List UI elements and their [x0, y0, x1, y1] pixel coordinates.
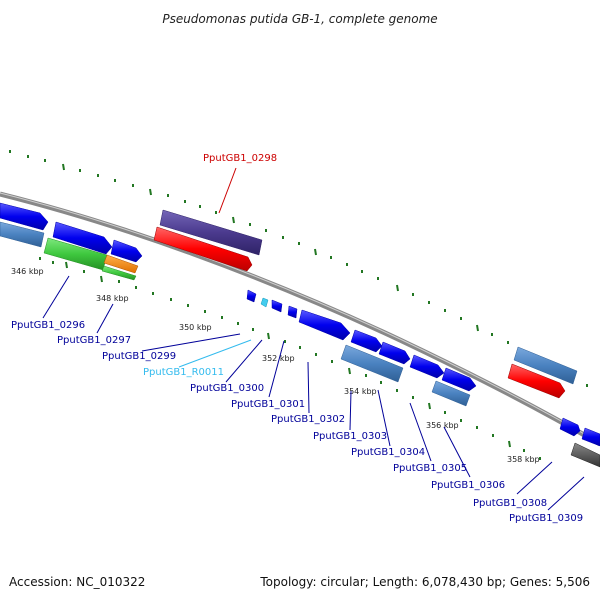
leader-PputGB1_R0011 [178, 339, 252, 368]
genome-backbone-highlight [0, 192, 600, 444]
gene-label[interactable]: PputGB1_0308 [473, 498, 547, 509]
label-leaders [42, 167, 585, 511]
leader-PputGB1_0298 [218, 167, 237, 214]
gene-red-upper[interactable] [507, 363, 566, 399]
blast-hit-green-thin[interactable] [101, 265, 137, 281]
gene-label[interactable]: PputGB1_0302 [271, 414, 345, 425]
blast-hit-steel-upper[interactable] [513, 346, 578, 385]
leader-PputGB1_0302 [307, 361, 310, 414]
leader-PputGB1_0301 [268, 340, 285, 398]
leader-PputGB1_0306 [443, 426, 471, 478]
gene-PputGB1_0304[interactable] [378, 341, 411, 365]
scale-labels: 346 kbp 348 kbp 350 kbp 352 kbp 354 kbp … [11, 267, 540, 464]
genome-backbone [0, 191, 600, 447]
blast-hit-purple[interactable] [159, 209, 263, 256]
reverse-strand-features [0, 202, 600, 468]
gene-labels: PputGB1_0298 PputGB1_0296 PputGB1_0297 P… [11, 153, 583, 524]
gene-label[interactable]: PputGB1_0299 [102, 351, 176, 362]
blast-hit-orange[interactable] [103, 254, 139, 274]
gene-PputGB1_0309[interactable] [581, 427, 600, 447]
accession-text: Accession: NC_010322 [9, 575, 145, 589]
leader-PputGB1_0299 [141, 333, 241, 352]
gene-PputGB1_0302[interactable] [298, 309, 351, 341]
gene-label[interactable]: PputGB1_0300 [190, 383, 264, 394]
leader-PputGB1_0297 [96, 303, 114, 334]
gene-label[interactable]: PputGB1_0304 [351, 447, 425, 458]
leader-PputGB1_0296 [42, 275, 70, 319]
gene-label[interactable]: PputGB1_0303 [313, 431, 387, 442]
forward-strand-features [153, 209, 578, 399]
leader-PputGB1_0305 [409, 402, 432, 462]
leader-PputGB1_0303 [349, 390, 352, 431]
gene-label[interactable]: PputGB1_0296 [11, 320, 85, 331]
gene-PputGB1_0305[interactable] [409, 354, 445, 379]
gene-PputGB1_0296[interactable] [0, 202, 49, 231]
outer-tick-ring [9, 150, 588, 387]
scale-label: 356 kbp [426, 421, 459, 430]
gene-PputGB1_R0011[interactable] [260, 297, 269, 308]
gene-PputGB1_0301[interactable] [287, 305, 298, 319]
scale-label: 346 kbp [11, 267, 44, 276]
gene-label[interactable]: PputGB1_0301 [231, 399, 305, 410]
blast-hit-gray[interactable] [570, 442, 600, 468]
gene-label[interactable]: PputGB1_0305 [393, 463, 467, 474]
scale-label: 350 kbp [179, 323, 212, 332]
blast-hit-steel-b[interactable] [431, 380, 471, 407]
gene-label[interactable]: PputGB1_0297 [57, 335, 131, 346]
gene-PputGB1_0306[interactable] [441, 367, 477, 392]
gene-PputGB1_0299[interactable] [246, 289, 257, 303]
summary-text: Topology: circular; Length: 6,078,430 bp… [259, 575, 590, 589]
leader-PputGB1_0300 [225, 339, 263, 383]
inner-tick-ring [39, 257, 541, 460]
blast-hit-steel-left[interactable] [0, 221, 45, 248]
gene-label[interactable]: PputGB1_R0011 [143, 367, 224, 378]
gene-PputGB1_0297-cds[interactable] [52, 221, 113, 255]
gene-PputGB1_0303[interactable] [350, 329, 383, 353]
leader-PputGB1_0304 [377, 389, 391, 447]
map-title: Pseudomonas putida GB-1, complete genome [162, 12, 437, 26]
gene-PputGB1_0308[interactable] [559, 417, 581, 437]
blast-hit-steel-a[interactable] [340, 344, 404, 383]
gene-label[interactable]: PputGB1_0306 [431, 480, 505, 491]
scale-label: 358 kbp [507, 455, 540, 464]
leader-PputGB1_0309 [547, 476, 585, 511]
gene-PputGB1_0300[interactable] [271, 299, 283, 313]
gene-PputGB1_0298[interactable] [153, 226, 253, 272]
scale-label: 352 kbp [262, 354, 295, 363]
leader-PputGB1_0308 [516, 461, 553, 495]
gene-label[interactable]: PputGB1_0309 [509, 513, 583, 524]
scale-label: 354 kbp [344, 387, 377, 396]
gene-blue-small-arrow[interactable] [110, 239, 143, 263]
gene-label[interactable]: PputGB1_0298 [203, 153, 277, 164]
scale-label: 348 kbp [96, 294, 129, 303]
